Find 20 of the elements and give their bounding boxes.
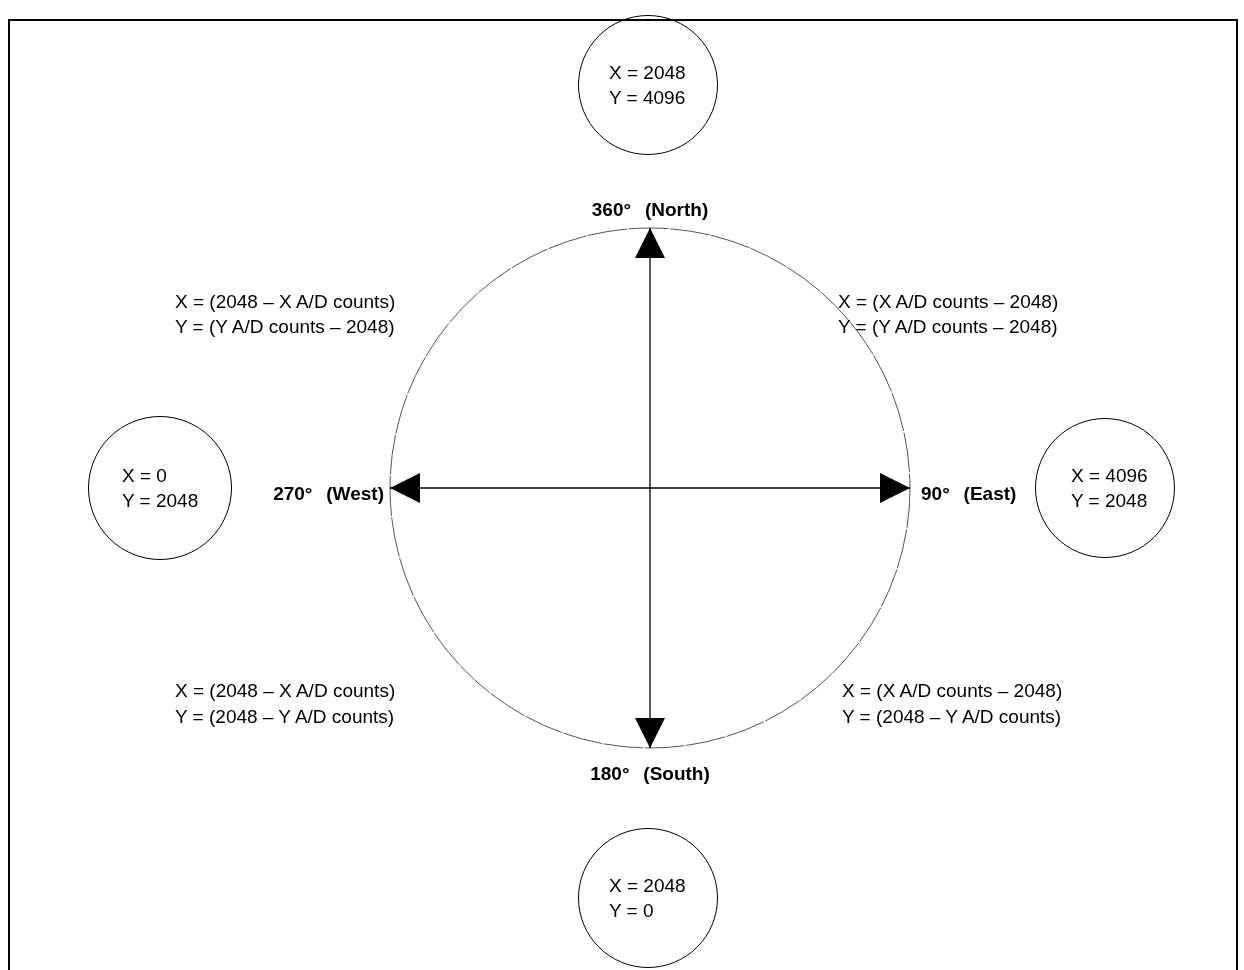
direction-label: 90° (East)	[921, 481, 1017, 506]
coordinate-value: Y = 0	[609, 899, 654, 923]
coordinate-value: X = 0	[122, 464, 167, 488]
coordinate-value: X = 4096	[1071, 464, 1148, 488]
direction-label: 180° (South)	[590, 761, 710, 786]
coordinate-value: Y = 4096	[609, 86, 686, 110]
formula-text: X = (2048 – X A/D counts)	[175, 289, 396, 314]
formula-text: Y = (Y A/D counts – 2048)	[838, 314, 1058, 339]
coordinate-value: Y = 2048	[122, 489, 199, 513]
formula-text: X = (X A/D counts – 2048)	[838, 289, 1059, 314]
coordinate-value: X = 2048	[609, 61, 686, 85]
direction-label: 270° (West)	[273, 481, 384, 506]
formula-text: Y = (Y A/D counts – 2048)	[175, 314, 395, 339]
direction-label: 360° (North)	[591, 197, 709, 222]
coordinate-value: Y = 2048	[1071, 489, 1148, 513]
coordinate-value: X = 2048	[609, 874, 686, 898]
formula-text: Y = (2048 – Y A/D counts)	[175, 704, 395, 729]
formula-text: X = (X A/D counts – 2048)	[842, 678, 1063, 703]
formula-text: X = (2048 – X A/D counts)	[175, 678, 396, 703]
formula-text: Y = (2048 – Y A/D counts)	[842, 704, 1062, 729]
